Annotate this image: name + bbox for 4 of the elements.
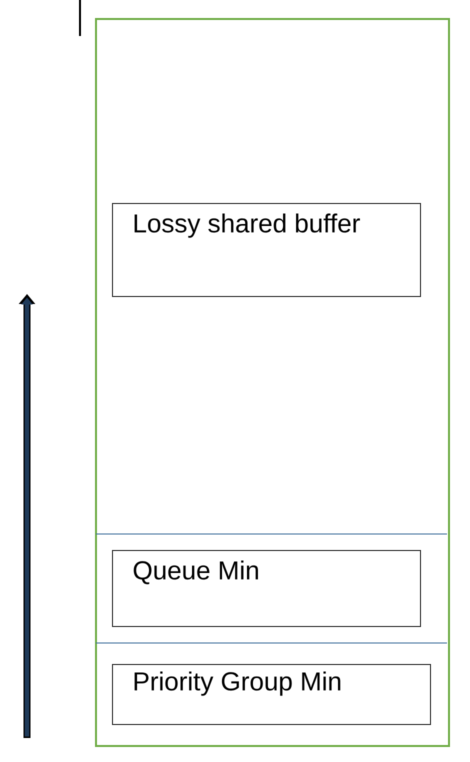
buffer-box: Queue Min	[112, 550, 421, 627]
buffer-box: Priority Group Min	[112, 664, 431, 725]
buffer-box: Lossy shared buffer	[112, 203, 421, 297]
buffer-frame	[95, 18, 450, 747]
